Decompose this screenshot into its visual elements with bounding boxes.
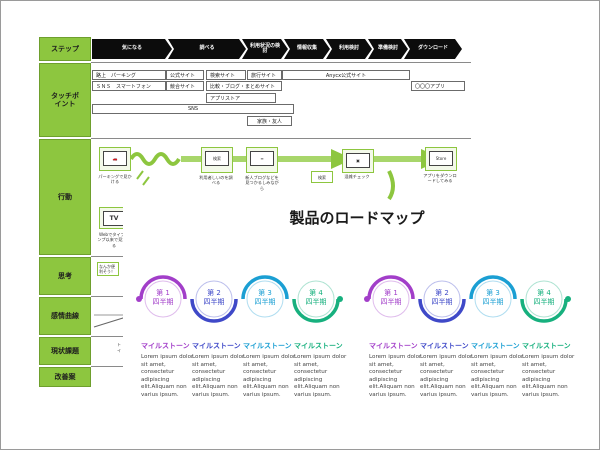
- milestone-description: Lorem ipsum dolor sit amet, consectetur …: [141, 354, 194, 398]
- action-caption: パーキングで見かける: [98, 174, 132, 185]
- store-card: Store: [425, 147, 457, 171]
- touchpoint-tag: 〇〇〇アプリ: [411, 81, 465, 91]
- action-caption: 利用者しいのを調べる: [199, 175, 233, 186]
- quarter-label: 第 4 四半期: [305, 289, 327, 307]
- quarter-label: 第 1 四半期: [152, 289, 174, 307]
- quarter-circle: [297, 280, 335, 318]
- milestone-label: マイルストーン: [522, 342, 571, 350]
- step-chevron: 情報収集: [284, 39, 330, 59]
- touchpoint-tag: Anycx公式サイト: [282, 70, 410, 80]
- timeline-arc: [418, 298, 466, 323]
- milestone-label: マイルストーン: [243, 342, 292, 350]
- timeline-end-dot: [565, 296, 571, 302]
- step-chevron: ダウンロード: [404, 39, 462, 59]
- milestone-description: Lorem ipsum dolor sit amet, consectetur …: [369, 354, 422, 398]
- row-label-emotion: 感情曲線: [39, 297, 91, 335]
- milestone-description: Lorem ipsum dolor sit amet, consectetur …: [243, 354, 296, 398]
- touchpoint-tag: 比較・ブログ・まとめサイト: [206, 81, 282, 91]
- issue-note: ト イ: [117, 342, 127, 358]
- touchpoint-tag: 家族・友人: [247, 116, 292, 126]
- touchpoint-tag: アプリストア: [206, 93, 276, 103]
- milestone-description: Lorem ipsum dolor sit amet, consectetur …: [471, 354, 524, 398]
- row-label-thinking: 思考: [39, 257, 91, 295]
- car-icon: 🚗: [103, 151, 127, 166]
- milestone-label: マイルストーン: [294, 342, 343, 350]
- quarter-circle: [525, 280, 563, 318]
- step-chevron: 調べる: [168, 39, 246, 59]
- quarter-circle: [144, 280, 182, 318]
- car-card: 🚗: [99, 147, 131, 171]
- quarter-label: 第 4 四半期: [533, 289, 555, 307]
- milestone-label: マイルストーン: [192, 342, 241, 350]
- step-chevron: 利用状況の検討: [242, 39, 288, 59]
- compare-screen: ≡: [250, 151, 274, 166]
- row-label-issues: 現状課題: [39, 337, 91, 365]
- timeline-arc: [292, 298, 340, 323]
- timeline-arc: [241, 275, 289, 300]
- row-label-steps: ステップ: [39, 37, 91, 61]
- row-divider: [91, 138, 471, 139]
- action-caption: 混雑チェック: [344, 174, 370, 179]
- quarter-circle: [195, 280, 233, 318]
- row-label-touchpoints-text: タッチポイント: [51, 91, 79, 108]
- touchpoint-tag: ＳＮＳ スマートフォン: [92, 81, 166, 91]
- quarter-label: 第 2 四半期: [203, 289, 225, 307]
- touchpoint-tag: 公式サイト: [166, 70, 204, 80]
- milestone-label: マイルストーン: [369, 342, 418, 350]
- action-caption: Webでタイプインプ以来で見かける: [97, 232, 131, 248]
- store-screen: Store: [429, 151, 453, 166]
- quarter-label: 第 1 四半期: [380, 289, 402, 307]
- quarter-label: 第 2 四半期: [431, 289, 453, 307]
- timeline-arc: [367, 275, 415, 300]
- quarter-circle: [372, 280, 410, 318]
- timeline-arc: [469, 275, 517, 300]
- quarter-circle: [246, 280, 284, 318]
- timeline-arc: [190, 298, 238, 323]
- roadmap-timeline: [136, 275, 571, 323]
- touchpoint-tag: 路上 パーキング: [92, 70, 166, 80]
- milestone-description: Lorem ipsum dolor sit amet, consectetur …: [522, 354, 575, 398]
- quarter-label: 第 3 四半期: [482, 289, 504, 307]
- touchpoint-tag: 競合サイト: [166, 81, 204, 91]
- milestone-label: マイルストーン: [471, 342, 520, 350]
- step-chevron: 利用検討: [326, 39, 372, 59]
- action-flow-arrow: [129, 149, 443, 201]
- row-label-actions: 行動: [39, 139, 91, 255]
- action-caption: アプリをダウンロードしてみる: [423, 173, 457, 184]
- timeline-arc: [520, 298, 568, 323]
- milestone-label: マイルストーン: [141, 342, 190, 350]
- touchpoint-tag: 検索サイト: [206, 70, 246, 80]
- search-screen: 検索: [205, 151, 229, 166]
- compare-card: ≡: [246, 147, 278, 173]
- action-caption: 新人ブログなどを見つかるしみながら: [245, 175, 279, 191]
- milestone-description: Lorem ipsum dolor sit amet, consectetur …: [192, 354, 245, 398]
- milestone-description: Lorem ipsum dolor sit amet, consectetur …: [294, 354, 347, 398]
- roadmap-title: 製品のロードマップ: [289, 209, 425, 227]
- timeline-arc: [139, 275, 187, 300]
- row-label-improvements: 改善案: [39, 367, 91, 387]
- touchpoint-tag: SNS: [92, 104, 294, 114]
- milestone-description: Lorem ipsum dolor sit amet, consectetur …: [420, 354, 473, 398]
- search-card: 検索: [201, 147, 233, 173]
- pc-card: ▣: [342, 149, 374, 173]
- thought-note: なんか便利そう！: [97, 262, 119, 276]
- milestone-label: マイルストーン: [420, 342, 469, 350]
- step-chevron: 気になる: [92, 39, 172, 59]
- pc-screen: ▣: [346, 153, 370, 168]
- row-label-touchpoints: タッチポイント: [39, 63, 91, 137]
- touchpoint-tag: 旅行サイト: [247, 70, 282, 80]
- tv-icon: TV: [103, 211, 125, 226]
- tv-card: TV: [99, 207, 129, 229]
- quarter-label: 第 3 四半期: [254, 289, 276, 307]
- step-chevron: 準備検討: [368, 39, 408, 59]
- step-chevrons: 気になる 調べる 利用状況の検討 情報収集 利用検討 準備検討 ダウンロード: [92, 39, 462, 59]
- row-divider: [91, 62, 471, 63]
- timeline-end-dot: [337, 296, 343, 302]
- quarter-circle: [474, 280, 512, 318]
- quarter-circle: [423, 280, 461, 318]
- search-mini-card: 検索: [311, 171, 333, 183]
